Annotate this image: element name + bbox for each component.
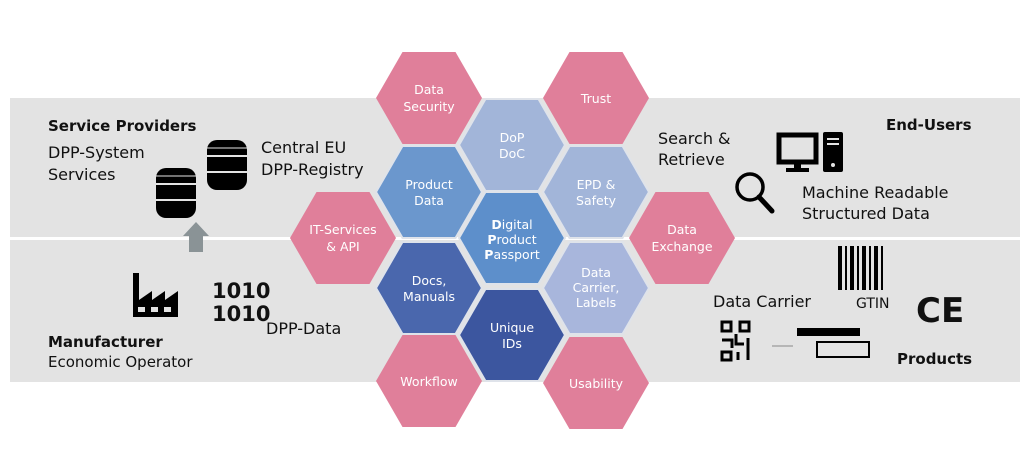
svg-text:Data: Data <box>667 222 697 237</box>
svg-text:EPD &: EPD & <box>577 177 616 192</box>
hex-unique-ids: Unique IDs <box>458 288 566 382</box>
search-label-2: Retrieve <box>658 150 725 169</box>
ce-mark-icon: CE <box>916 291 964 331</box>
svg-text:Workflow: Workflow <box>400 374 457 389</box>
svg-text:Labels: Labels <box>576 295 616 310</box>
svg-text:DoP: DoP <box>500 130 525 145</box>
hex-data-security: Data Security <box>376 52 482 144</box>
search-label-1: Search & <box>658 129 731 148</box>
data-carrier-label: Data Carrier <box>713 292 811 311</box>
dpp-data-label: DPP-Data <box>266 319 341 338</box>
binary-icon-line-2: 1010 <box>212 302 270 326</box>
hex-usability: Usability <box>543 337 649 429</box>
computer-icon <box>776 132 843 172</box>
products-heading: Products <box>897 350 972 368</box>
svg-text:DoC: DoC <box>499 146 525 161</box>
machine-readable-label-1: Machine Readable <box>802 183 949 202</box>
svg-text:Product: Product <box>405 177 453 192</box>
registry-database-icon <box>207 140 247 190</box>
svg-text:Usability: Usability <box>569 376 624 391</box>
qr-code-icon <box>720 320 751 362</box>
svg-text:Product: Product <box>487 232 536 247</box>
svg-text:Digital: Digital <box>491 217 532 232</box>
hex-product-data: Product Data <box>375 145 483 239</box>
svg-text:Manuals: Manuals <box>403 289 455 304</box>
hex-docs-manuals: Docs, Manuals <box>375 241 483 335</box>
hex-it-services: IT-Services & API <box>290 192 396 284</box>
manufacturer-heading: Manufacturer <box>48 333 163 351</box>
database-icon <box>156 168 196 218</box>
barcode-icon <box>838 246 883 290</box>
economic-operator-label: Economic Operator <box>48 353 193 371</box>
svg-text:Exchange: Exchange <box>651 239 712 254</box>
hex-workflow: Workflow <box>376 335 482 427</box>
svg-text:Passport: Passport <box>484 247 540 262</box>
dpp-system-label-1: DPP-System <box>48 143 145 162</box>
svg-text:Docs,: Docs, <box>412 273 447 288</box>
svg-text:IDs: IDs <box>502 336 522 351</box>
binary-icon-line-1: 1010 <box>212 279 270 303</box>
search-icon <box>735 172 775 214</box>
product-label-icon <box>797 328 870 358</box>
svg-text:Data: Data <box>414 193 444 208</box>
hex-epd-safety: EPD & Safety <box>542 145 650 239</box>
central-registry-label-2: DPP-Registry <box>261 160 364 179</box>
svg-text:Safety: Safety <box>576 193 617 208</box>
central-registry-label-1: Central EU <box>261 138 346 157</box>
factory-icon <box>133 273 178 317</box>
end-users-heading: End-Users <box>886 116 972 134</box>
hex-data-carrier-labels: Data Carrier, Labels <box>542 241 650 335</box>
svg-text:Security: Security <box>403 99 455 114</box>
svg-text:Data: Data <box>414 82 444 97</box>
svg-text:Data: Data <box>581 265 611 280</box>
hex-dop-doc: DoP DoC <box>458 98 566 192</box>
svg-text:IT-Services: IT-Services <box>309 222 376 237</box>
dpp-system-label-2: Services <box>48 165 115 184</box>
up-arrow-icon <box>183 222 209 252</box>
hex-data-exchange: Data Exchange <box>629 192 735 284</box>
machine-readable-label-2: Structured Data <box>802 204 930 223</box>
svg-text:Trust: Trust <box>580 91 611 106</box>
hex-trust: Trust <box>543 52 649 144</box>
gtin-label: GTIN <box>856 296 890 312</box>
svg-text:Unique: Unique <box>490 320 534 335</box>
hex-digital-product-passport: Digital Product Passport <box>458 191 566 285</box>
service-providers-heading: Service Providers <box>48 117 197 135</box>
svg-text:& API: & API <box>326 239 360 254</box>
svg-text:Carrier,: Carrier, <box>573 280 620 295</box>
